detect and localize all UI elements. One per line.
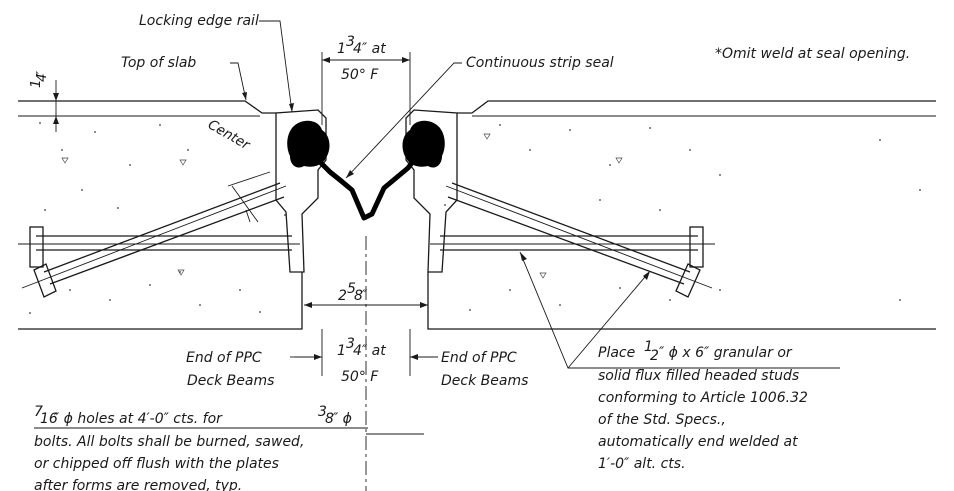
svg-text:2: 2 — [650, 348, 659, 364]
svg-text:1: 1 — [337, 343, 346, 359]
svg-text:Place: Place — [598, 345, 635, 361]
svg-text:of the Std. Specs.,: of the Std. Specs., — [598, 412, 726, 428]
svg-text:″: ″ — [34, 71, 50, 76]
svg-text:″ ϕ holes at 4′-0″ cts. for: ″ ϕ holes at 4′-0″ cts. for — [54, 411, 223, 427]
dim-bottom-label: 1 3 4 ″ at 50° F — [337, 336, 386, 385]
svg-text:automatically end welded at: automatically end welded at — [598, 434, 798, 450]
svg-text:3: 3 — [318, 404, 327, 420]
svg-text:50° F: 50° F — [341, 67, 379, 83]
svg-text:″ at: ″ at — [362, 343, 386, 359]
svg-text:″ ϕ x 6″ granular or: ″ ϕ x 6″ granular or — [659, 345, 793, 361]
svg-text:conforming to Article 1006.32: conforming to Article 1006.32 — [598, 390, 808, 406]
svg-text:″: ″ — [362, 288, 368, 304]
holes-note: 7 16 ″ ϕ holes at 4′-0″ cts. for 3 8 ″ ϕ… — [34, 404, 368, 491]
locking-edge-rail-label: Locking edge rail — [139, 13, 259, 29]
svg-text:bolts. All bolts shall be burn: bolts. All bolts shall be burned, sawed, — [34, 434, 304, 450]
dim-bottom — [294, 329, 438, 376]
dim-top-label: 1 3 4 ″ at 50° F — [337, 34, 386, 83]
svg-text:1′-0″ alt. cts.: 1′-0″ alt. cts. — [598, 456, 686, 472]
right-slab — [427, 100, 936, 330]
quarter-inch-label: 1 4 ″ — [28, 71, 50, 88]
center-label: Center — [205, 117, 254, 154]
end-ppc-left-line1: End of PPC — [186, 350, 262, 366]
svg-text:after forms are removed, typ.: after forms are removed, typ. — [34, 478, 242, 491]
dim-mid-label: 2 5 8 ″ — [338, 281, 368, 304]
end-ppc-left-line2: Deck Beams — [187, 373, 274, 389]
svg-text:3: 3 — [346, 34, 355, 50]
end-ppc-right-line1: End of PPC — [441, 350, 517, 366]
svg-text:3: 3 — [346, 336, 355, 352]
continuous-strip-seal-label: Continuous strip seal — [466, 55, 614, 71]
omit-weld-note: *Omit weld at seal opening. — [715, 46, 910, 62]
dim-top — [321, 52, 411, 125]
svg-text:7: 7 — [34, 404, 43, 420]
svg-text:″ at: ″ at — [362, 41, 386, 57]
right-anchor-studs — [430, 182, 715, 298]
svg-text:16: 16 — [40, 411, 58, 427]
svg-text:4: 4 — [34, 73, 50, 82]
dim-center — [227, 171, 271, 187]
svg-text:″ ϕ: ″ ϕ — [333, 411, 352, 427]
svg-text:4: 4 — [353, 41, 362, 57]
dim-mid — [304, 302, 428, 308]
seal-lugs — [287, 120, 445, 168]
svg-text:1: 1 — [28, 79, 44, 88]
leaders — [230, 20, 840, 435]
top-of-slab-label: Top of slab — [121, 55, 196, 71]
left-slab — [18, 100, 303, 330]
svg-text:8: 8 — [354, 288, 363, 304]
svg-text:50° F: 50° F — [341, 369, 379, 385]
svg-text:4: 4 — [353, 343, 362, 359]
svg-text:1: 1 — [644, 339, 653, 355]
svg-text:2: 2 — [338, 288, 347, 304]
right-edge-rail — [405, 109, 458, 300]
strip-seal — [316, 158, 416, 221]
dim-quarter-inch — [53, 80, 59, 132]
concrete-stipple — [29, 122, 921, 314]
svg-text:solid flux filled headed studs: solid flux filled headed studs — [598, 368, 799, 384]
svg-text:or chipped off flush with the: or chipped off flush with the plates — [34, 456, 279, 472]
end-ppc-right-line2: Deck Beams — [441, 373, 528, 389]
studs-note: Place 1 2 ″ ϕ x 6″ granular or solid flu… — [598, 339, 808, 472]
svg-text:8: 8 — [325, 411, 334, 427]
left-edge-rail — [275, 109, 327, 300]
svg-text:1: 1 — [337, 41, 346, 57]
left-anchor-studs — [18, 182, 300, 298]
svg-text:5: 5 — [347, 281, 356, 297]
